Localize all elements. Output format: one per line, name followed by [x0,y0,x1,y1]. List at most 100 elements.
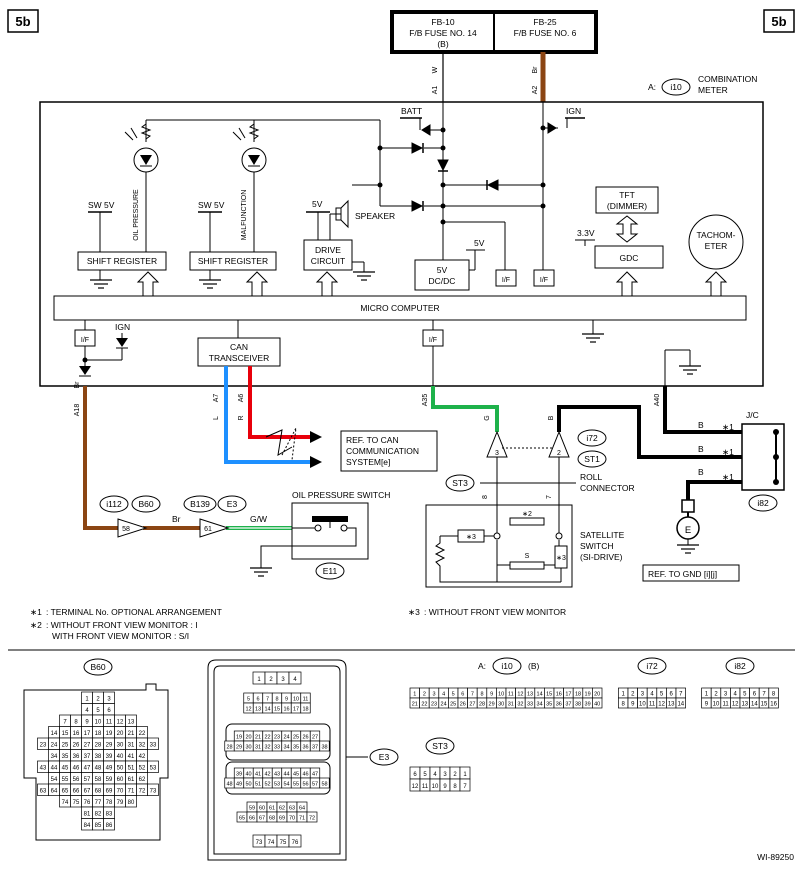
pin-number: 17 [84,731,91,737]
satellite-1: SATELLITE [580,530,625,540]
ground-e: E [685,525,691,536]
meter-title-2: METER [698,85,728,95]
wire-a40-black [663,386,776,434]
sw5v-1: SW 5V [88,200,115,210]
figure-id: WI-89250 [757,852,794,862]
pin-number: 27 [84,743,91,749]
pin-number: 70 [289,816,295,822]
pin-number: 63 [40,789,47,795]
pin-number: 4 [293,677,297,683]
pin-number: 26 [302,735,308,741]
v33-label: 3.3V [577,228,595,238]
note3-mark: ∗3 [408,607,420,617]
fuse-fb10-3: (B) [437,39,449,49]
pin-number: 9 [705,702,709,708]
pin-number: 53 [274,782,280,788]
pin-number: 63 [289,806,295,812]
dcdc-box [414,259,470,291]
b60-face-label: B60 [90,662,105,672]
pin-number: 25 [62,743,69,749]
pin-number: 23 [274,735,280,741]
pin-number: 62 [279,806,285,812]
a18-pin-label: A18 [74,404,81,417]
pin-number: 16 [73,731,80,737]
pin-number: 45 [293,772,299,778]
pin-number: 83 [106,812,113,818]
pin-number: 26 [460,702,466,708]
pin-number: 8 [275,697,278,703]
note1-text: : TERMINAL No. OPTIONAL ARRANGEMENT [46,607,222,617]
pin-number: 11 [422,784,429,790]
satellite-2: SWITCH [580,541,614,551]
pin-number: 75 [73,800,80,806]
fuse-fb25-2: F/B FUSE NO. 6 [514,28,577,38]
pin-number: 58 [95,777,102,783]
roll-i72: i72 [586,433,598,443]
pin58: 58 [122,526,130,533]
pin-number: 19 [585,692,591,698]
pin-number: 73 [150,789,157,795]
pin-number: 58 [321,782,327,788]
oil-switch-label: OIL PRESSURE SWITCH [292,490,390,500]
wire-b-roll [557,405,776,459]
a35-pin-label: A35 [422,394,429,407]
pin-number: 80 [128,800,135,806]
pin-number: 47 [312,772,318,778]
if-box-1 [495,269,517,287]
pin-number: 8 [622,702,626,708]
pin-number: 55 [293,782,299,788]
st3-face-oval [425,737,455,755]
pin-number: 9 [490,692,493,698]
pin-number: 10 [95,720,102,726]
a7-pin-label: A7 [213,394,220,403]
pin-cell [288,834,302,848]
oil-b60: B60 [138,499,153,509]
pin-number: 27 [312,735,318,741]
page-tag-right-box [763,9,795,33]
pin-number: 11 [722,702,729,708]
pin-number: 15 [274,707,280,713]
micro-computer [53,295,747,321]
meter-prefix: A: [648,82,656,92]
st3-oval [445,474,475,492]
pin-number: 1 [85,697,89,703]
page-tag-right: 5b [771,14,786,29]
gw-label: G/W [250,514,267,524]
pin-number: 18 [95,731,102,737]
pin-number: 1 [463,772,467,778]
pin-number: 27 [469,702,475,708]
pin-number: 7 [762,692,766,698]
pin-number: 16 [283,707,289,713]
tft-2: (DIMMER) [607,201,647,211]
pin-number: 13 [668,702,675,708]
pin-number: 71 [299,816,305,822]
pin-number: 37 [565,702,571,708]
jc-star1: ∗1 [722,422,734,432]
pin-number: 35 [293,745,299,751]
pin-number: 6 [753,692,757,698]
pin-number: 39 [236,772,242,778]
pin-number: 4 [650,692,654,698]
meter-title-1: COMBINATION [698,74,757,84]
oil-i112: i112 [106,499,122,509]
pin-number: 2 [453,772,457,778]
br-mid-label: Br [172,514,181,524]
g-label: G [484,415,491,420]
pin-number: 39 [585,702,591,708]
ref-gnd-box [642,564,740,582]
tft-gdc-arrow [615,215,639,243]
pin-number: 5 [423,772,427,778]
a6-pin-label: A6 [238,394,245,403]
malfunction-led [241,147,267,173]
pin-number: 9 [443,784,447,790]
b1-label: B [698,420,704,430]
micro-computer-label: MICRO COMPUTER [360,303,439,313]
oil-e11: E11 [323,566,338,576]
pin-number: 16 [556,692,562,698]
can-transceiver [197,337,281,367]
pin-number: 24 [441,702,447,708]
i10-face-prefix: A: [478,661,486,671]
pin-number: 33 [527,702,533,708]
